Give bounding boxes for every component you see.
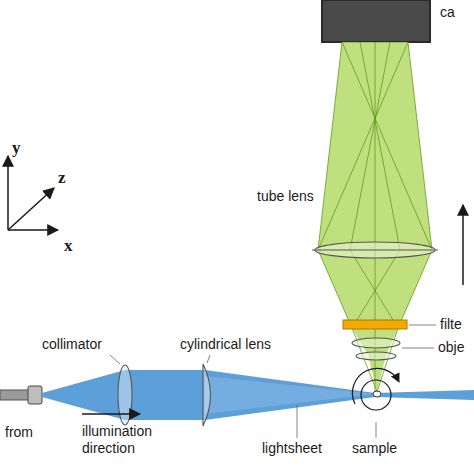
part-label: tube lens xyxy=(257,188,314,205)
sample-holder xyxy=(361,380,391,410)
objective-lens xyxy=(352,338,400,348)
leader-line xyxy=(207,355,210,363)
axis-arrow xyxy=(7,156,9,230)
fiber xyxy=(0,390,30,400)
axis-label: z xyxy=(58,168,66,188)
illumination-beam xyxy=(42,370,474,420)
sample xyxy=(373,391,381,397)
direction-arrow xyxy=(462,205,464,285)
leader-line xyxy=(297,405,298,438)
fiber-connector xyxy=(28,386,42,404)
leader-line xyxy=(409,325,436,326)
axis-label: x xyxy=(64,236,73,256)
lens-plane xyxy=(312,250,438,251)
direction-arrow xyxy=(82,413,140,415)
leader-line xyxy=(376,422,377,438)
detection-rays xyxy=(318,42,432,392)
camera-body xyxy=(322,0,430,42)
rotation-arrow xyxy=(352,368,399,404)
detection-beam xyxy=(318,42,432,392)
camera-label: ca xyxy=(440,4,455,21)
part-label: obje xyxy=(438,339,464,356)
collimator-lens xyxy=(118,365,132,425)
part-label: illumination direction xyxy=(82,423,174,457)
axis-label: y xyxy=(12,138,21,158)
leader-line xyxy=(110,355,120,364)
part-label: cylindrical lens xyxy=(180,336,271,353)
leader-line xyxy=(402,348,434,349)
part-label: sample xyxy=(352,440,397,457)
part-label: collimator xyxy=(42,336,102,353)
filter xyxy=(343,320,407,329)
cylindrical-lens xyxy=(203,364,211,426)
part-label: filte xyxy=(440,316,462,333)
axis-arrow xyxy=(8,229,58,231)
part-label: from xyxy=(5,424,33,441)
axis-arrow xyxy=(8,188,54,230)
part-label: lightsheet xyxy=(262,440,322,457)
illumination-beam xyxy=(205,376,375,414)
objective-lens xyxy=(356,352,396,360)
